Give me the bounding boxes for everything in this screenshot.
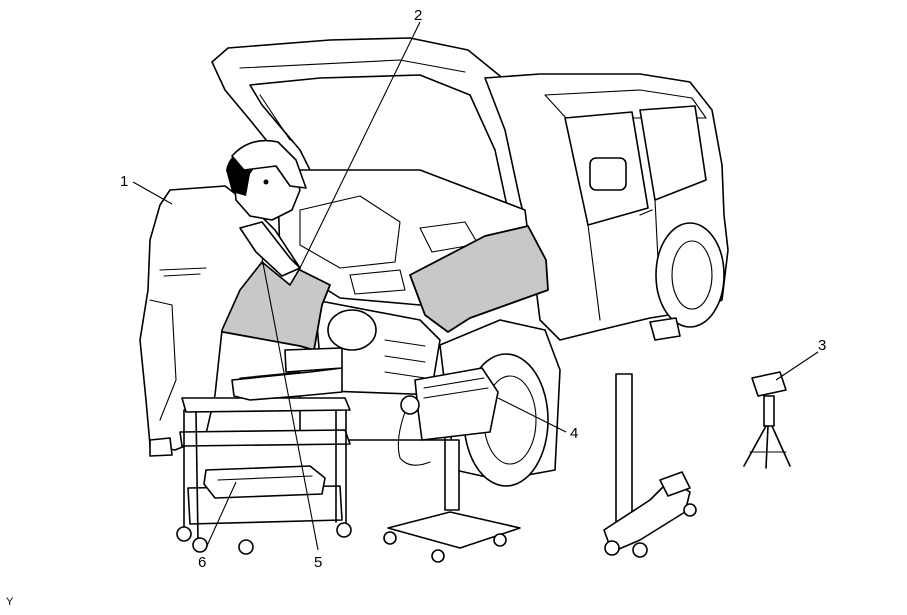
technician [139, 139, 307, 457]
coverall-stripes [159, 267, 207, 277]
rear-wheel-rim [671, 240, 713, 310]
tester-on-cart [231, 367, 343, 401]
callout-3: 3 [818, 337, 826, 354]
callout-5: 5 [314, 554, 322, 571]
jack-stand [743, 371, 791, 469]
jack-wheel-1 [604, 540, 620, 556]
callout-1: 1 [120, 173, 128, 190]
heater-lamp-base [387, 511, 521, 549]
technician-shoe [149, 437, 173, 457]
engine-cover [299, 195, 401, 269]
jack-saddle [659, 471, 691, 497]
leader-4 [497, 397, 567, 433]
side-mirror [589, 157, 627, 191]
callout-2: 2 [414, 7, 422, 24]
jack-stand-legs [743, 425, 791, 469]
heater-caster-3 [493, 533, 507, 547]
callout-6: 6 [198, 554, 206, 571]
coverall-fold [149, 299, 177, 421]
hood-strut [259, 94, 291, 141]
cart-legs [183, 409, 347, 541]
heater-lamp-vents [423, 377, 489, 399]
heater-lamp-cord [397, 411, 431, 466]
heater-caster-1 [383, 531, 397, 545]
rear-wheel [655, 222, 725, 328]
hood-edge-line [239, 59, 466, 73]
cart-tray-lip [217, 475, 313, 481]
leader-3 [775, 351, 819, 381]
rear-door-window [639, 105, 707, 201]
leader-6 [205, 481, 237, 549]
leader-2 [299, 21, 421, 269]
roof-rack [544, 89, 707, 119]
heater-lamp-stand [383, 367, 521, 563]
cart-caster-3 [238, 539, 254, 555]
leader-lines [132, 21, 819, 551]
jack-wheel-3 [683, 503, 697, 517]
floor-jack [603, 373, 697, 558]
cart-caster-4 [336, 522, 352, 538]
tester-screen [284, 347, 343, 373]
callout-4: 4 [570, 425, 578, 442]
cart-tray [203, 465, 326, 499]
service-cart [176, 347, 352, 555]
cart-caster-1 [176, 526, 192, 542]
cart-caster-2 [192, 537, 208, 553]
heater-lamp-knob [400, 395, 420, 415]
technician-eye [263, 179, 269, 185]
heater-lamp-pole [444, 439, 460, 511]
tester-keyboard-edge [239, 371, 301, 379]
jack-stand-saddle [751, 371, 787, 397]
leader-5 [261, 257, 319, 551]
corner-code: Y [6, 596, 14, 608]
cart-top-shelf [181, 397, 351, 413]
cart-middle-shelf [179, 429, 351, 447]
jack-wheel-2 [632, 542, 648, 558]
grille-bars [384, 339, 426, 379]
headlamp [327, 309, 377, 351]
rear-wheel-chock [649, 317, 681, 341]
right-fender-cover [409, 225, 549, 333]
jack-stand-column [763, 395, 775, 427]
heater-caster-2 [431, 549, 445, 563]
leader-1 [132, 181, 173, 205]
technician-cap [231, 139, 307, 189]
heater-lamp-head [414, 367, 499, 441]
